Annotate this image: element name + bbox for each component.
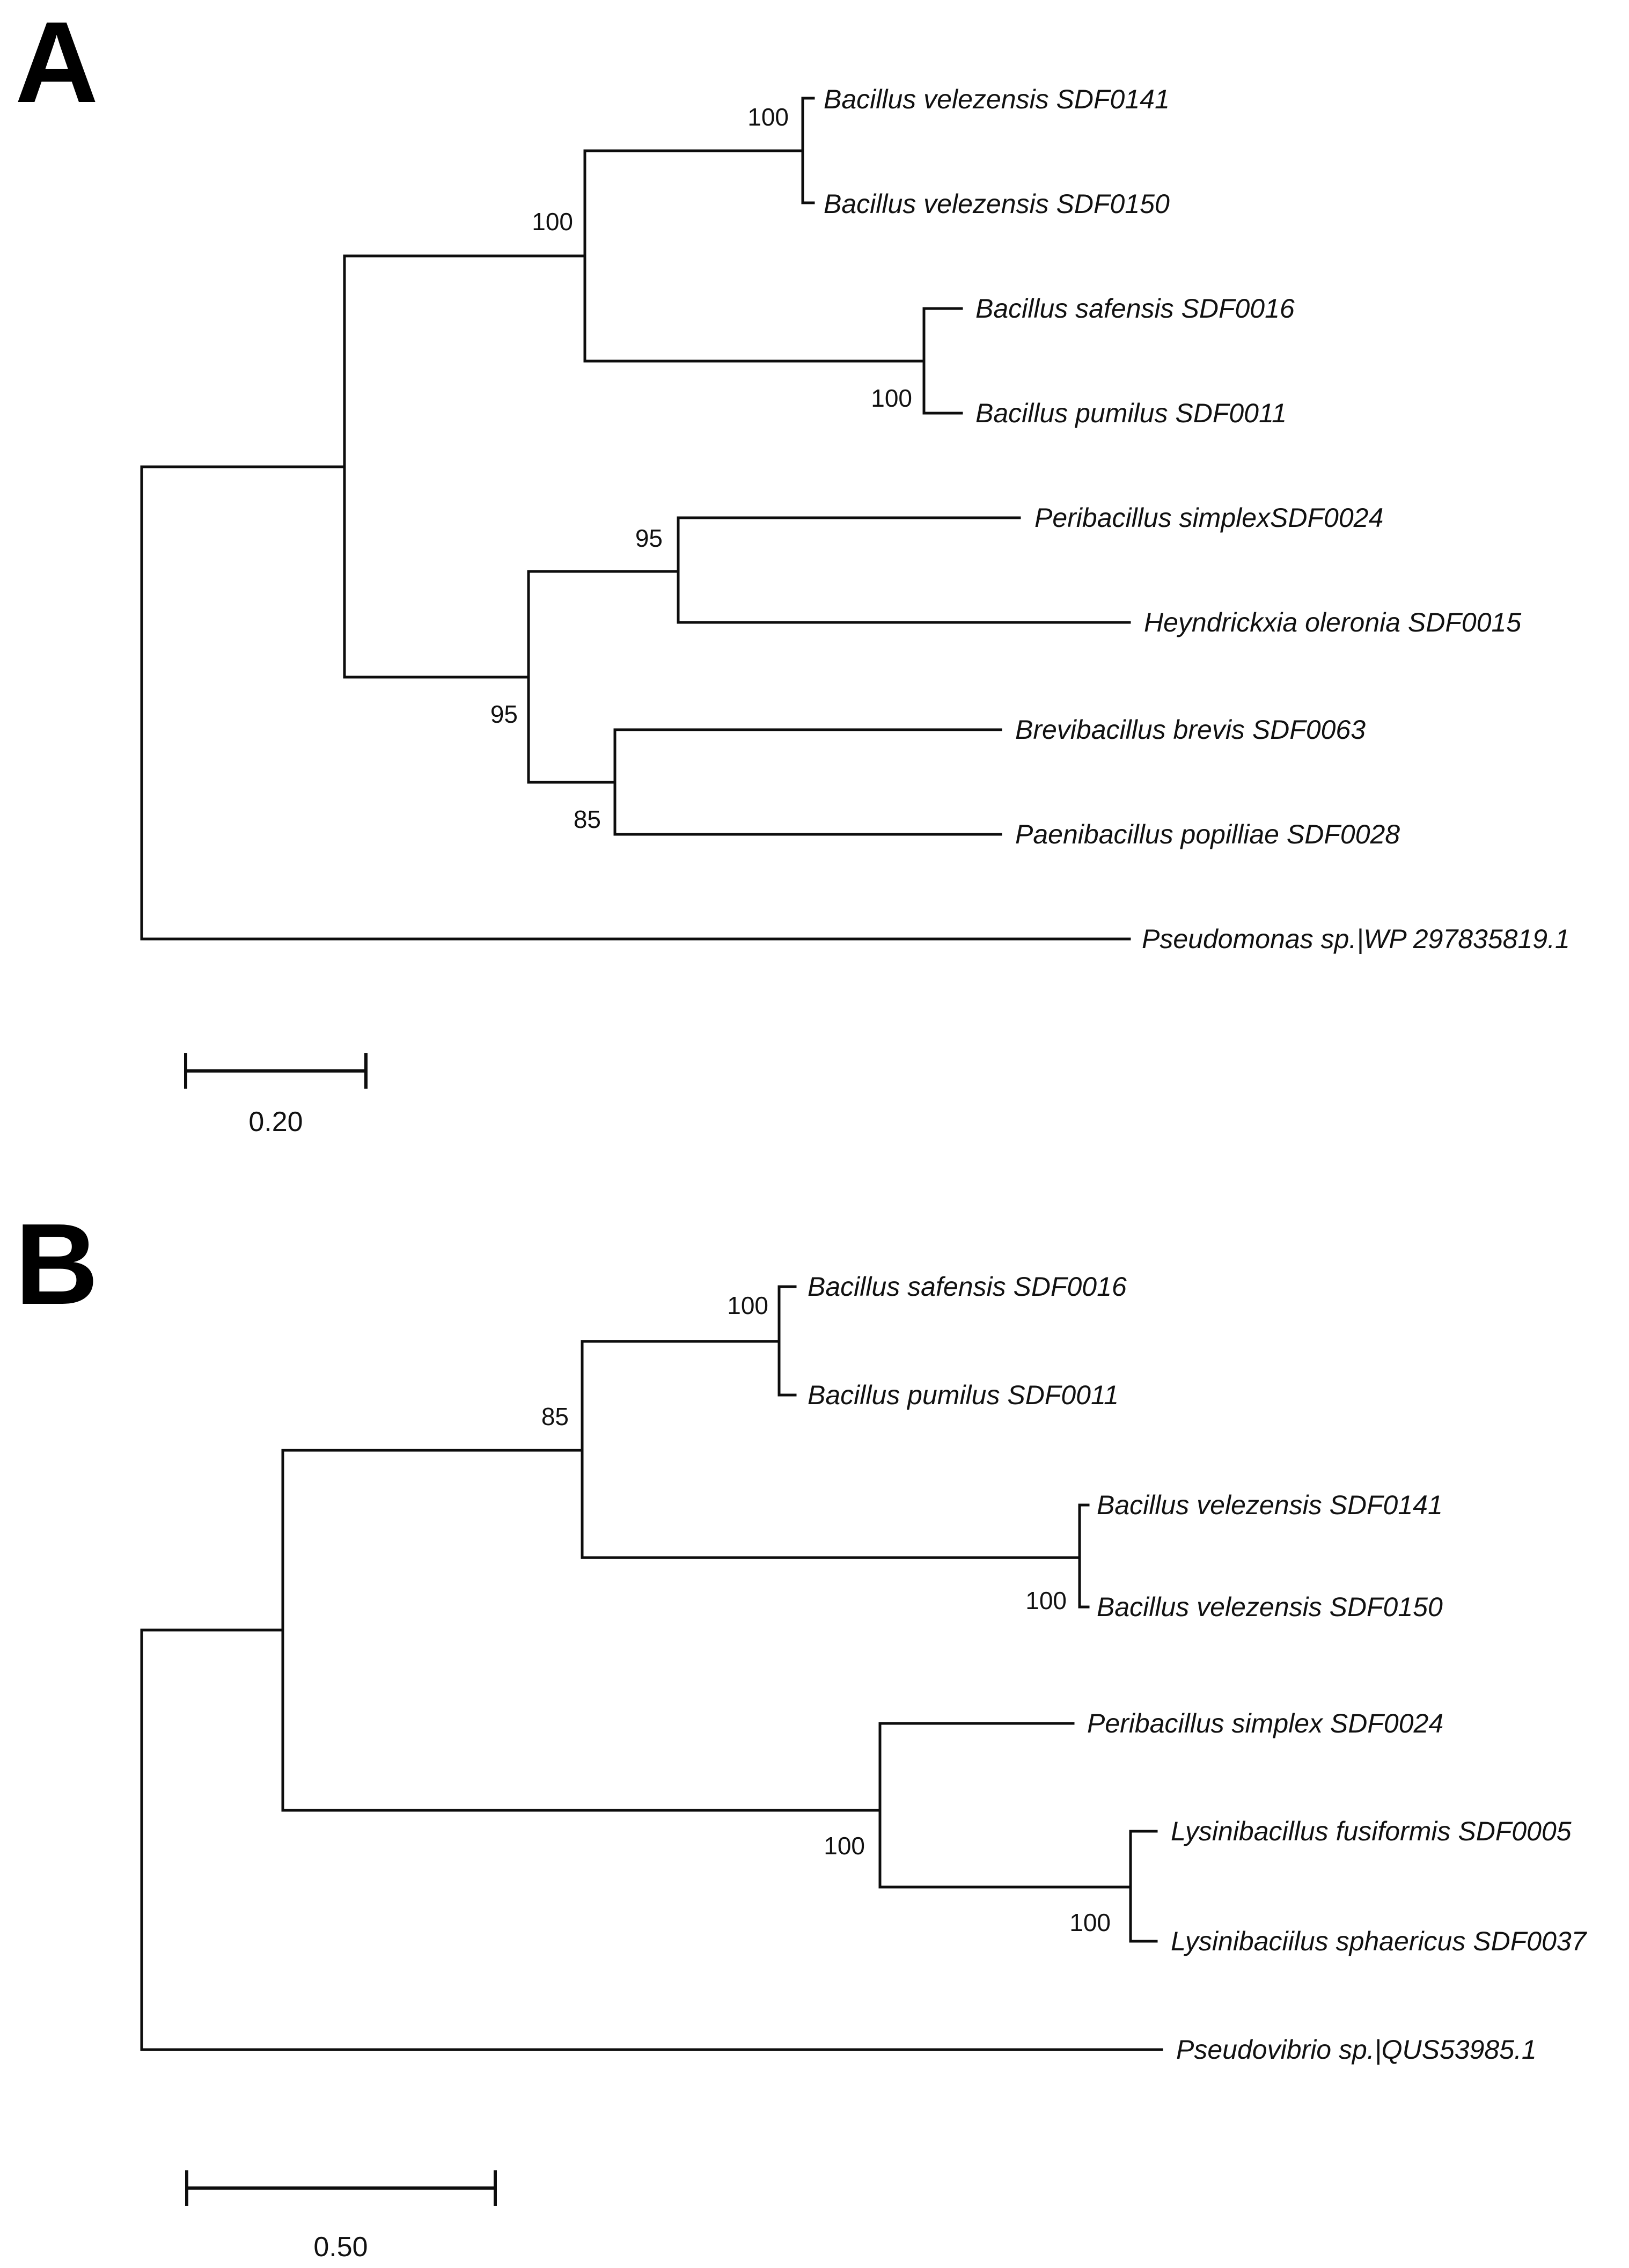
taxon-label: Lysinibacillus fusiformis SDF0005: [1171, 1816, 1572, 1846]
panel-a-letter: A: [15, 0, 98, 127]
taxon-label: Bacillus velezensis SDF0141: [824, 84, 1170, 114]
panel-a-taxa: Bacillus velezensis SDF0141 Bacillus vel…: [824, 84, 1570, 955]
scale-bar-line: [184, 1053, 368, 1089]
branch-lysinibacillus-clade: [281, 1722, 1158, 1943]
taxon-label: Peribacillus simplexSDF0024: [1034, 503, 1383, 533]
support-value: 100: [747, 103, 789, 131]
panel-a-scale-bar: 0.20: [184, 1053, 368, 1137]
support-value: 85: [541, 1403, 569, 1430]
taxon-label: Bacillus pumilus SDF0011: [808, 1380, 1119, 1410]
support-value: 100: [1069, 1909, 1111, 1936]
taxon-label: Peribacillus simplex SDF0024: [1087, 1708, 1443, 1738]
panel-b: B Bacillus safensis SDF0016 Bacillus pum…: [15, 1199, 1588, 2263]
taxon-label: Heyndrickxia oleronia SDF0015: [1144, 607, 1521, 637]
support-value: 100: [1025, 1587, 1067, 1614]
taxon-label: Bacillus safensis SDF0016: [808, 1272, 1127, 1302]
taxon-label: Bacillus velezensis SDF0150: [1097, 1592, 1443, 1622]
taxon-label: Pseudomonas sp.|WP 297835819.1: [1142, 924, 1570, 955]
branch-bacillus-clade: [281, 1285, 1090, 1812]
panel-a: A Bacillus velezensis SDF0141 Bacillus v…: [15, 0, 1570, 1137]
panel-b-scale-bar: 0.50: [185, 2170, 497, 2263]
panel-b-taxa: Bacillus safensis SDF0016 Bacillus pumil…: [808, 1272, 1588, 2065]
support-value: 95: [635, 524, 663, 552]
branch-lower-clade: [343, 516, 1131, 836]
scale-bar-line: [185, 2170, 497, 2206]
branch-upper-clade: [343, 97, 963, 679]
taxon-label: Bacillus velezensis SDF0150: [824, 189, 1170, 219]
taxon-label: Paenibacillus popilliae SDF0028: [1015, 819, 1400, 849]
support-value: 100: [824, 1832, 865, 1860]
panel-b-supports: 100 85 100 100 100: [541, 1291, 1111, 1936]
panel-a-supports: 100 100 100 95 95 85: [490, 103, 912, 833]
support-value: 100: [727, 1291, 768, 1319]
taxon-label: Brevibacillus brevis SDF0063: [1015, 715, 1366, 745]
panel-b-letter: B: [15, 1199, 98, 1328]
support-value: 100: [532, 208, 573, 236]
support-value: 100: [871, 384, 912, 412]
support-value: 95: [490, 700, 518, 728]
scale-bar-label: 0.50: [313, 2232, 368, 2263]
support-value: 85: [574, 805, 601, 833]
taxon-label: Bacillus safensis SDF0016: [975, 293, 1295, 324]
taxon-label: Bacillus pumilus SDF0011: [975, 398, 1287, 428]
taxon-label: Bacillus velezensis SDF0141: [1097, 1490, 1443, 1520]
taxon-label: Lysinibaciilus sphaericus SDF0037: [1171, 1926, 1588, 1956]
scale-bar-label: 0.20: [248, 1106, 303, 1137]
taxon-label: Pseudovibrio sp.|QUS53985.1: [1176, 2035, 1537, 2065]
panel-a-branches: [140, 97, 1131, 941]
panel-b-branches: [140, 1285, 1163, 2051]
